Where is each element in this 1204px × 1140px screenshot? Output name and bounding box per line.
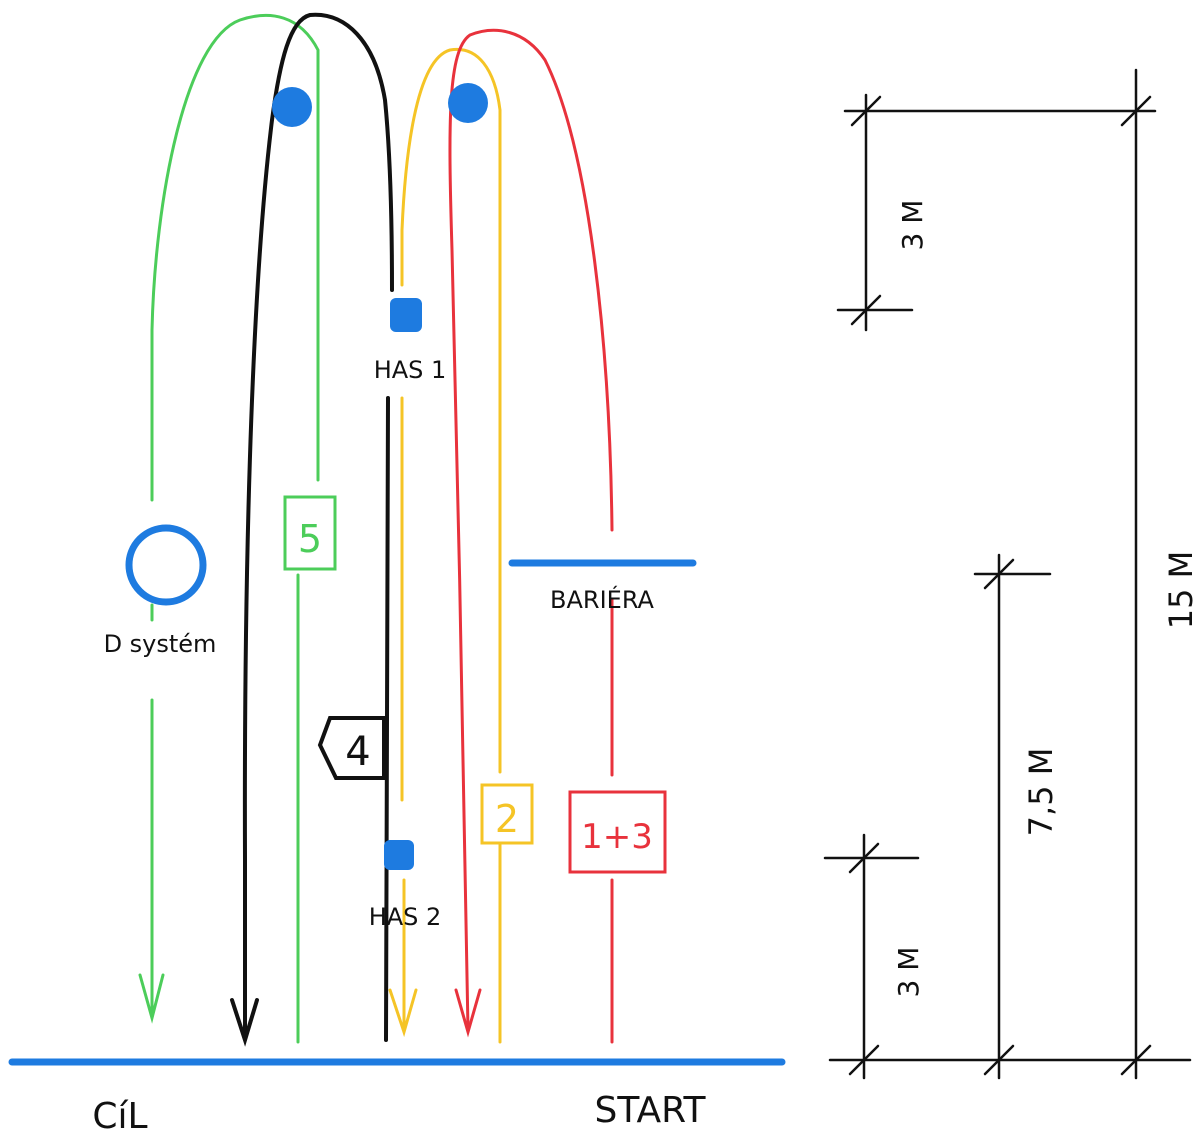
yellow-lane xyxy=(388,47,502,1044)
barrier-label: BARIÉRA xyxy=(550,585,655,614)
d-system-ring xyxy=(125,524,207,606)
finish-label: CíL xyxy=(92,1096,147,1137)
dim-15m: 15 M xyxy=(1162,551,1200,630)
lane-box-1-3: 1+3 xyxy=(568,790,667,874)
lane-box-5: 5 xyxy=(283,495,337,571)
red-lane xyxy=(448,28,614,1044)
dim-top-3m: 3 M xyxy=(896,200,929,251)
extinguisher-1-label: HAS 1 xyxy=(374,356,447,384)
lane-box-4: 4 xyxy=(317,716,386,780)
extinguisher-2-marker xyxy=(384,840,414,870)
top-marker-left xyxy=(272,87,312,127)
extinguisher-1-marker xyxy=(390,298,422,332)
black-lane xyxy=(230,12,394,1047)
dimension-lines xyxy=(823,68,1192,1080)
start-label: START xyxy=(594,1090,706,1131)
lane-box-4-label: 4 xyxy=(345,729,370,775)
lane-box-2: 2 xyxy=(480,783,534,845)
top-marker-right xyxy=(448,83,488,123)
lane-box-5-label: 5 xyxy=(298,517,322,561)
d-system-label: D systém xyxy=(104,630,217,658)
dim-bottom-3m: 3 M xyxy=(892,947,925,998)
extinguisher-2-label: HAS 2 xyxy=(369,903,442,931)
lane-box-2-label: 2 xyxy=(495,797,519,841)
lane-box-1-3-label: 1+3 xyxy=(581,817,653,857)
dim-7-5m: 7,5 M xyxy=(1022,748,1060,837)
green-lane xyxy=(138,13,320,1044)
